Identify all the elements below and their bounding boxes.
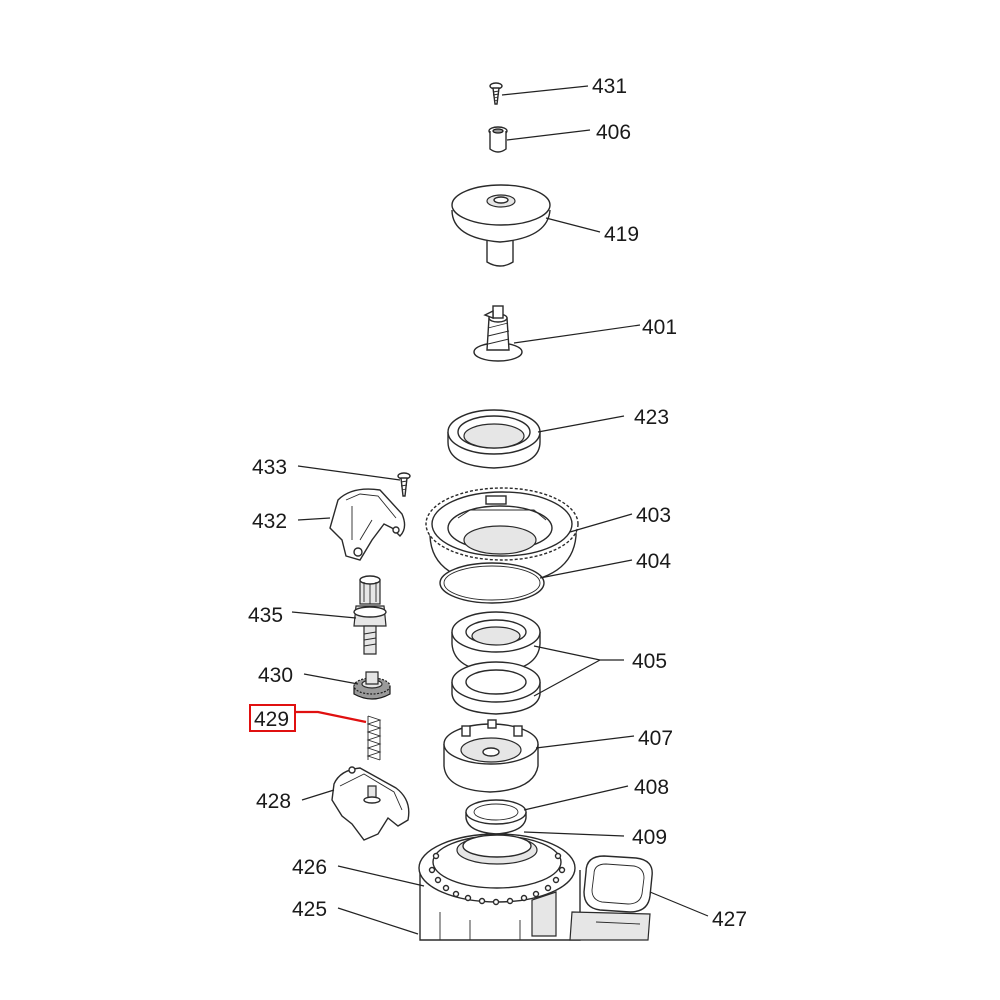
label-401: 401: [642, 316, 677, 339]
leader-403: [569, 513, 633, 533]
part-431-screw: [489, 82, 503, 105]
label-429-highlight-box: [249, 704, 296, 732]
leader-427: [649, 891, 709, 917]
leader-428: [301, 789, 335, 801]
label-433: 433: [252, 456, 287, 479]
leader-409: [523, 831, 625, 837]
label-428: 428: [256, 790, 291, 813]
part-433-screw: [397, 472, 411, 497]
part-426-housing: [418, 833, 581, 941]
label-430: 430: [258, 664, 293, 687]
leader-407: [535, 735, 635, 749]
leader-401: [513, 324, 641, 344]
leader-405: [533, 645, 624, 697]
part-429-spring: [366, 715, 382, 761]
part-406-bushing: [488, 126, 508, 153]
part-407-coupler: [443, 719, 539, 793]
leader-406: [506, 129, 591, 141]
leader-408: [523, 785, 629, 811]
label-425: 425: [292, 898, 327, 921]
leader-433: [297, 465, 401, 481]
label-423: 423: [634, 406, 669, 429]
part-435-shaft: [353, 575, 387, 655]
part-430-gear: [353, 671, 391, 700]
label-419: 419: [604, 223, 639, 246]
part-423-ring: [447, 409, 541, 469]
label-429: 429: [254, 708, 289, 731]
label-427: 427: [712, 908, 747, 931]
part-427-seal: [569, 855, 653, 941]
leader-419: [545, 217, 601, 233]
label-404: 404: [636, 550, 671, 573]
leader-430: [303, 673, 359, 685]
leader-429: [296, 710, 367, 724]
part-405-ring-lower: [451, 661, 541, 715]
leader-404: [539, 559, 633, 579]
part-403-gear: [425, 487, 579, 585]
leader-425: [337, 907, 419, 935]
part-404-oring: [439, 562, 545, 604]
label-426: 426: [292, 856, 327, 879]
part-419-cap: [451, 184, 551, 267]
label-403: 403: [636, 504, 671, 527]
part-401-shaft: [473, 305, 523, 362]
label-406: 406: [596, 121, 631, 144]
label-432: 432: [252, 510, 287, 533]
leader-432: [297, 517, 331, 521]
part-428-bracket: [331, 766, 410, 841]
leader-423: [537, 415, 625, 433]
label-408: 408: [634, 776, 669, 799]
label-407: 407: [638, 727, 673, 750]
leader-426: [337, 865, 425, 887]
part-408-ring: [465, 799, 527, 835]
label-431: 431: [592, 75, 627, 98]
leader-431: [501, 85, 589, 96]
leader-435: [291, 611, 357, 619]
label-435: 435: [248, 604, 283, 627]
label-409: 409: [632, 826, 667, 849]
part-432-bracket: [329, 488, 406, 561]
part-405-ring-upper: [451, 611, 541, 673]
label-405: 405: [632, 650, 667, 673]
